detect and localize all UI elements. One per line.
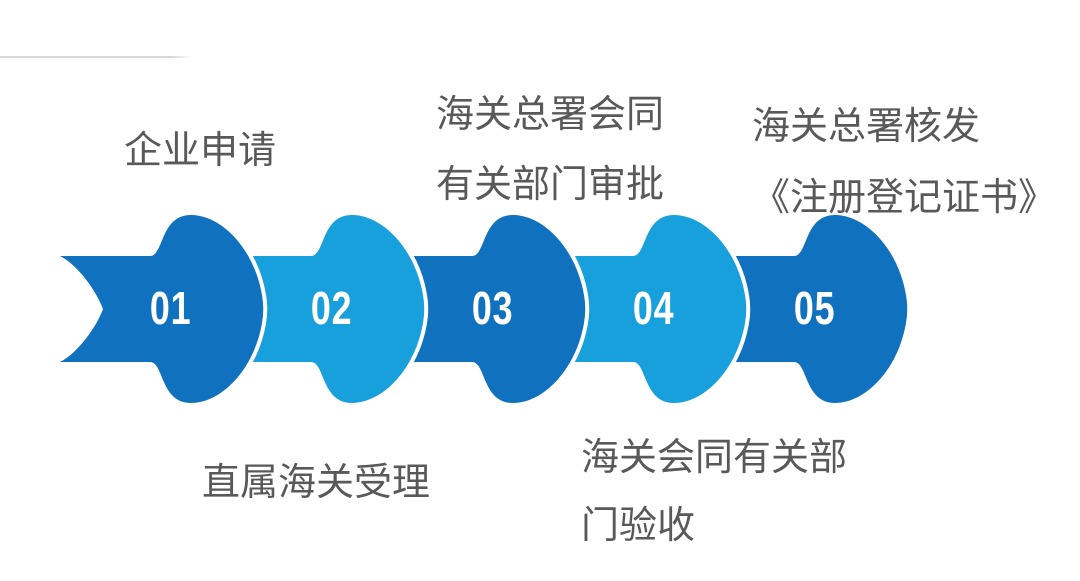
step-label-03: 海关总署会同 有关部门审批	[436, 94, 665, 206]
step-number-01-text: 01	[150, 282, 192, 334]
step-number-01: 01	[126, 283, 216, 333]
step-number-05-text: 05	[794, 282, 836, 334]
step-number-03-text: 03	[472, 282, 514, 334]
step-number-05: 05	[770, 283, 860, 333]
arrow-shape-01	[56, 211, 268, 407]
step-number-02-text: 02	[311, 282, 353, 334]
step-label-05: 海关总署核发 《注册登记证书》	[752, 106, 1057, 219]
step-number-04-text: 04	[633, 282, 675, 334]
top-left-divider-line	[0, 56, 192, 58]
step-label-02: 直属海关受理	[202, 462, 431, 504]
step-number-02: 02	[287, 283, 377, 333]
step-label-04: 海关会同有关部 门验收	[581, 437, 848, 547]
step-number-03: 03	[448, 283, 538, 333]
step-label-01: 企业申请	[124, 130, 277, 172]
step-number-04: 04	[609, 283, 699, 333]
